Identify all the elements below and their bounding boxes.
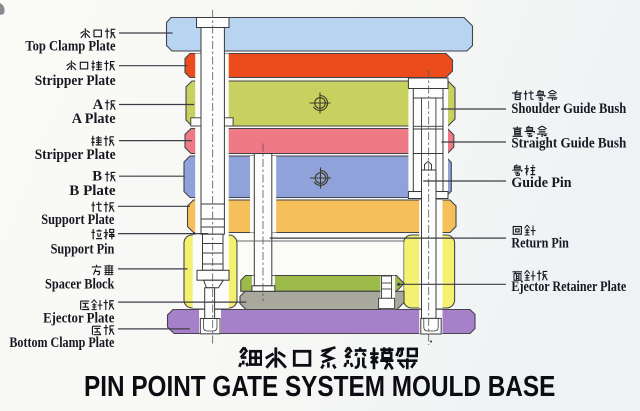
svg-text:B Plate: B Plate: [69, 183, 116, 199]
svg-text:A: A: [93, 97, 104, 113]
svg-text:Return Pin: Return Pin: [511, 235, 568, 251]
svg-text:Shoulder Guide Bush: Shoulder Guide Bush: [511, 101, 626, 117]
svg-text:Spacer Block: Spacer Block: [45, 277, 115, 293]
svg-text:Guide Pin: Guide Pin: [511, 175, 571, 191]
svg-text:A Plate: A Plate: [72, 111, 116, 127]
svg-text:Support Pin: Support Pin: [51, 241, 115, 257]
svg-text:Stripper Plate: Stripper Plate: [35, 73, 116, 89]
svg-text:Ejector Retainer Plate: Ejector Retainer Plate: [511, 279, 626, 295]
svg-text:Bottom Clamp Plate: Bottom Clamp Plate: [9, 335, 114, 351]
svg-text:Ejector Plate: Ejector Plate: [43, 311, 115, 327]
svg-text:PIN POINT GATE SYSTEM MOULD BA: PIN POINT GATE SYSTEM MOULD BASE: [84, 371, 555, 403]
svg-text:Top Clamp Plate: Top Clamp Plate: [25, 39, 116, 55]
svg-text:Stripper Plate: Stripper Plate: [35, 147, 116, 163]
svg-text:Straight Guide Bush: Straight Guide Bush: [511, 136, 626, 152]
svg-text:B: B: [92, 169, 102, 185]
svg-text:Support Plate: Support Plate: [41, 212, 115, 228]
